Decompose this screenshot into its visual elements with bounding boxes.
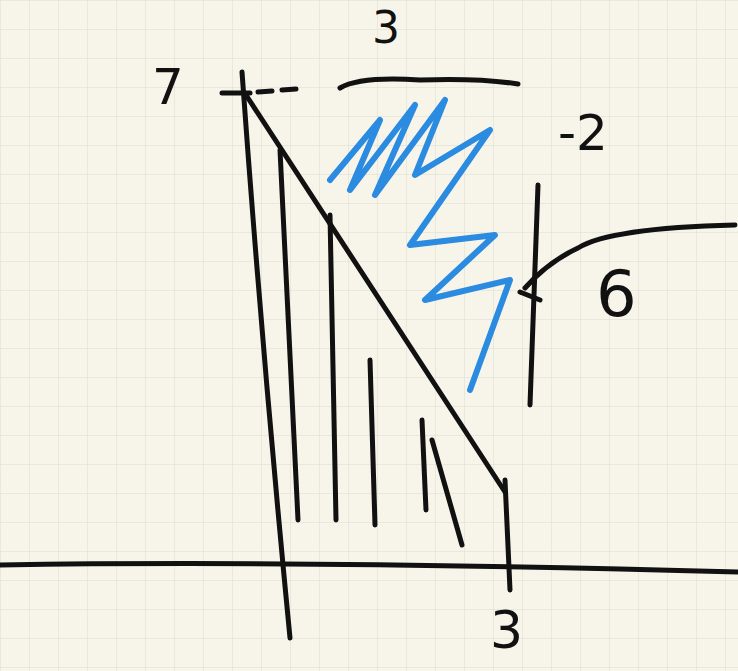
x-axis xyxy=(0,564,738,572)
sketch-label: 3 xyxy=(372,6,400,50)
bar-line xyxy=(330,215,336,520)
bar-line xyxy=(422,420,462,545)
blue-scribble xyxy=(330,100,510,390)
dimension-bracket xyxy=(340,79,518,88)
sketch-label: -2 xyxy=(558,108,608,158)
sketch-label: 3 xyxy=(490,604,523,656)
bar-line xyxy=(370,360,375,525)
sketch-label: 6 xyxy=(596,262,637,326)
bar-line xyxy=(280,150,298,520)
bar-line xyxy=(505,480,510,590)
sketch-label: 7 xyxy=(152,62,184,112)
leader-arrow xyxy=(520,292,540,300)
dashed-guide xyxy=(258,89,296,92)
